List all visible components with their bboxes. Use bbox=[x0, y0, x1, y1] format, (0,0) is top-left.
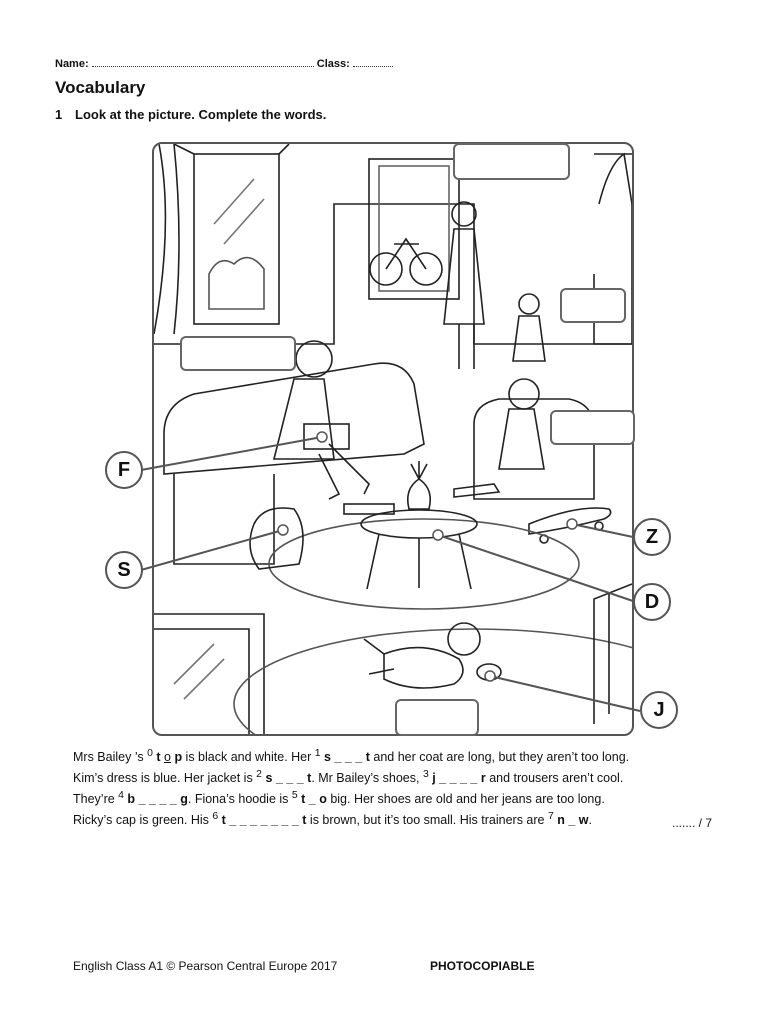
gap-2[interactable]: s _ _ _ t bbox=[261, 771, 312, 786]
gap-number-4: 4 bbox=[118, 790, 124, 802]
footer-photocopiable: PHOTOCOPIABLE bbox=[430, 959, 535, 973]
label-box-kim[interactable] bbox=[560, 288, 626, 323]
text-line-4: Ricky’s cap is green. His 6 t _ _ _ _ _ … bbox=[73, 811, 592, 828]
line-z bbox=[571, 523, 634, 538]
exercise-paragraph: Mrs Bailey ’s 0 t o p is black and white… bbox=[73, 745, 713, 830]
gap-number-3: 3 bbox=[422, 769, 429, 781]
gap-number-5: 5 bbox=[291, 790, 298, 802]
label-box-bottom[interactable] bbox=[395, 699, 479, 736]
gap-5[interactable]: t _ o bbox=[297, 792, 327, 807]
pin-d bbox=[432, 529, 444, 541]
gap-6[interactable]: t _ _ _ _ _ _ _ t bbox=[218, 813, 307, 828]
label-box-mr-bailey[interactable] bbox=[180, 336, 296, 371]
exercise-instruction: 1 Look at the picture. Complete the words… bbox=[55, 107, 326, 122]
instruction-text: Look at the picture. Complete the words. bbox=[75, 107, 327, 122]
gap-number-6: 6 bbox=[212, 811, 219, 823]
letter-circle-d: D bbox=[633, 583, 671, 621]
pin-s bbox=[277, 524, 289, 536]
name-label: Name: bbox=[55, 58, 89, 70]
text-line-2: Kim’s dress is blue. Her jacket is 2 s _… bbox=[73, 769, 624, 786]
gap-number-0: 0 bbox=[147, 748, 153, 759]
letter-circle-s: S bbox=[105, 551, 143, 589]
label-box-ricky[interactable] bbox=[550, 410, 635, 445]
gap-1[interactable]: s _ _ _ t bbox=[320, 750, 370, 765]
section-title: Vocabulary bbox=[55, 78, 146, 97]
answer-example-t: t bbox=[152, 750, 161, 765]
gap-7[interactable]: n _ w bbox=[553, 813, 589, 828]
answer-example-o: o bbox=[164, 750, 171, 765]
footer-copyright: English Class A1 © Pearson Central Europ… bbox=[73, 959, 338, 973]
name-blank[interactable] bbox=[91, 57, 314, 67]
line-d bbox=[437, 534, 634, 602]
letter-circle-z: Z bbox=[633, 518, 671, 556]
text-line-3: They’re 4 b _ _ _ _ g. Fiona’s hoodie is… bbox=[73, 790, 605, 807]
gap-3[interactable]: j _ _ _ _ r bbox=[428, 771, 486, 786]
gap-number-1: 1 bbox=[314, 748, 321, 759]
gap-4[interactable]: b _ _ _ _ g bbox=[123, 792, 188, 807]
line-f bbox=[140, 436, 323, 471]
pin-j bbox=[484, 670, 496, 682]
line-j bbox=[489, 675, 641, 712]
pin-f bbox=[316, 431, 328, 443]
gap-number-7: 7 bbox=[547, 811, 554, 823]
score-field: ....... / 7 bbox=[672, 816, 713, 830]
class-label: Class: bbox=[316, 58, 350, 70]
text-line-1: Mrs Bailey ’s 0 t o p is black and white… bbox=[73, 748, 630, 765]
pin-z bbox=[566, 518, 578, 530]
label-box-fiona-top[interactable] bbox=[453, 143, 570, 180]
class-blank[interactable] bbox=[352, 57, 393, 67]
gap-number-2: 2 bbox=[256, 769, 262, 781]
line-s bbox=[140, 529, 284, 571]
letter-circle-j: J bbox=[640, 691, 678, 729]
letter-circle-f: F bbox=[105, 451, 143, 489]
living-room-drawing bbox=[154, 144, 632, 734]
exercise-number: 1 bbox=[55, 107, 63, 122]
answer-example-p: p bbox=[170, 750, 183, 765]
name-class-header: Name: Class: bbox=[55, 57, 393, 70]
